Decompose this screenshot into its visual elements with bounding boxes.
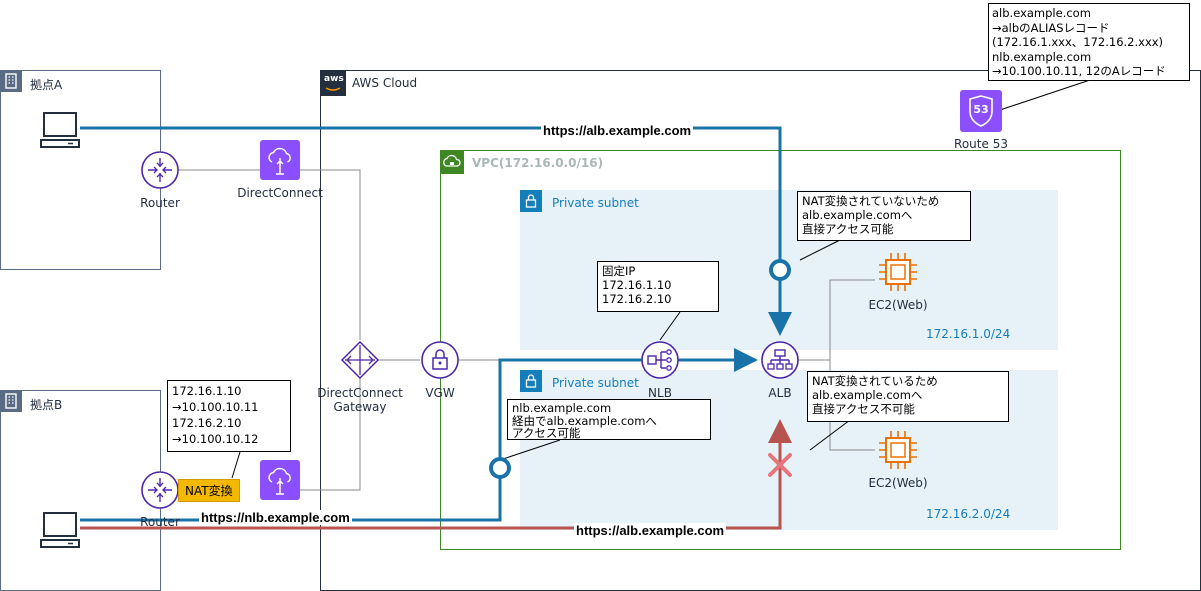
route53-icon: 53 xyxy=(960,90,1002,132)
vpc-cloud-lock-icon xyxy=(440,150,464,174)
red-path-blocked xyxy=(80,419,792,530)
site-b-label: 拠点B xyxy=(30,398,63,412)
route53-badge-text: 53 xyxy=(973,103,989,116)
url-top-alb: https://alb.example.com xyxy=(541,123,694,138)
vpc-label: VPC(172.16.0.0/16) xyxy=(472,156,604,170)
aws-logo-text: aws xyxy=(324,74,344,84)
dc-gateway-label: DirectConnect Gateway xyxy=(317,386,403,414)
url-bottom-alb: https://alb.example.com xyxy=(574,523,727,538)
endpoint-circle-bottom xyxy=(489,457,511,479)
client-b-laptop-icon xyxy=(40,510,80,550)
nat-ng-callout: NAT変換されているため alb.example.comへ 直接アクセス不可能 xyxy=(807,371,1009,422)
aws-cloud-label: AWS Cloud xyxy=(352,76,418,90)
ec2-bottom-chip-icon xyxy=(876,428,920,472)
site-a-label: 拠点A xyxy=(30,78,63,92)
router-a-label: Router xyxy=(140,196,180,210)
building-icon xyxy=(0,70,22,92)
lock-icon xyxy=(520,190,542,212)
fixed-ip-callout: 固定IP 172.16.1.10 172.16.2.10 xyxy=(597,261,719,312)
router-b-label: Router xyxy=(140,515,180,529)
client-a-laptop-icon xyxy=(40,110,80,150)
ec2-top-label: EC2(Web) xyxy=(868,298,928,312)
ec2-top-chip-icon xyxy=(876,250,920,294)
router-b-icon xyxy=(140,470,180,510)
alb-label: ALB xyxy=(768,386,792,400)
directconnect-b-icon xyxy=(260,460,300,500)
nat-ok-callout: NAT変換されていないため alb.example.comへ 直接アクセス可能 xyxy=(797,191,971,241)
dc-gateway-icon xyxy=(340,340,380,380)
nlb-icon xyxy=(640,340,680,380)
directconnect-label: DirectConnect xyxy=(237,186,323,200)
subnet-top-cidr: 172.16.1.0/24 xyxy=(926,327,1011,341)
directconnect-icon xyxy=(260,140,300,180)
url-nlb: https://nlb.example.com xyxy=(199,510,352,525)
route53-callout: alb.example.com →albのALIASレコード (172.16.1… xyxy=(988,3,1190,81)
route53-label: Route 53 xyxy=(954,137,1008,151)
via-nlb-callout: nlb.example.com 経由でalb.example.comへ アクセス… xyxy=(507,399,711,440)
vgw-lock-icon xyxy=(420,340,460,380)
nlb-label: NLB xyxy=(648,386,672,400)
lock-icon xyxy=(520,370,542,392)
subnet-bottom-cidr: 172.16.2.0/24 xyxy=(926,507,1011,521)
vgw-label: VGW xyxy=(425,386,455,400)
nat-badge: NAT変換 xyxy=(178,479,240,502)
alb-icon xyxy=(760,340,800,380)
router-a-icon xyxy=(140,150,180,190)
subnet-bottom-label: Private subnet xyxy=(552,376,639,390)
nat-map-callout: 172.16.1.10 →10.100.10.11 172.16.2.10 →1… xyxy=(167,380,291,452)
ec2-bottom-label: EC2(Web) xyxy=(868,476,928,490)
building-icon xyxy=(0,390,22,412)
callout-pointer-lines xyxy=(231,79,1091,479)
blocked-x-icon xyxy=(768,453,792,477)
endpoint-circle-top xyxy=(769,259,791,281)
aws-logo-icon: aws xyxy=(320,70,346,96)
subnet-top-label: Private subnet xyxy=(552,196,639,210)
